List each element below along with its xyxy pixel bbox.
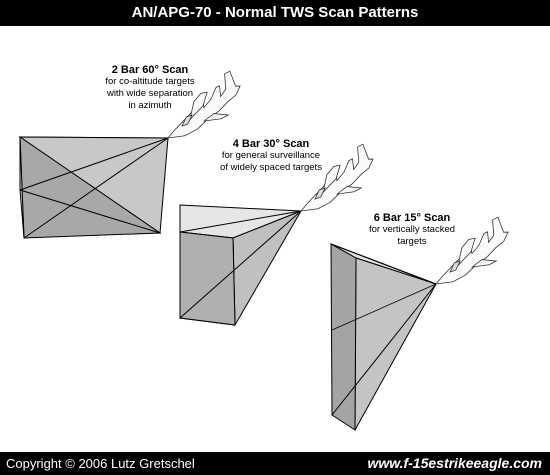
scan-volume-4bar [179, 204, 303, 327]
website-link[interactable]: www.f-15estrikeeagle.com [367, 455, 542, 471]
scan-title: 4 Bar 30° Scan [232, 138, 310, 150]
scan-volume-2bar [18, 136, 169, 239]
scan-label-6bar: 6 Bar 15° Scan for vertically stacked ta… [352, 212, 472, 248]
footer-bar: Copyright © 2006 Lutz Gretschel www.f-15… [0, 452, 550, 475]
scan-description: for co-altitude targets with wide separa… [105, 76, 195, 111]
scan-label-2bar: 2 Bar 60° Scan for co-altitude targets w… [85, 64, 215, 112]
scan-description: for vertically stacked targets [368, 224, 456, 247]
scan-diagram [18, 69, 518, 431]
scan-label-4bar: 4 Bar 30° Scan for general surveillance … [206, 138, 336, 174]
scan-title: 6 Bar 15° Scan [373, 212, 451, 224]
scan-description: for general surveillance of widely space… [220, 150, 322, 173]
copyright-text: Copyright © 2006 Lutz Gretschel [6, 456, 195, 471]
scan-volume-6bar [330, 243, 437, 431]
diagram-title: AN/APG-70 - Normal TWS Scan Patterns [0, 0, 550, 26]
scan-title: 2 Bar 60° Scan [111, 64, 189, 76]
